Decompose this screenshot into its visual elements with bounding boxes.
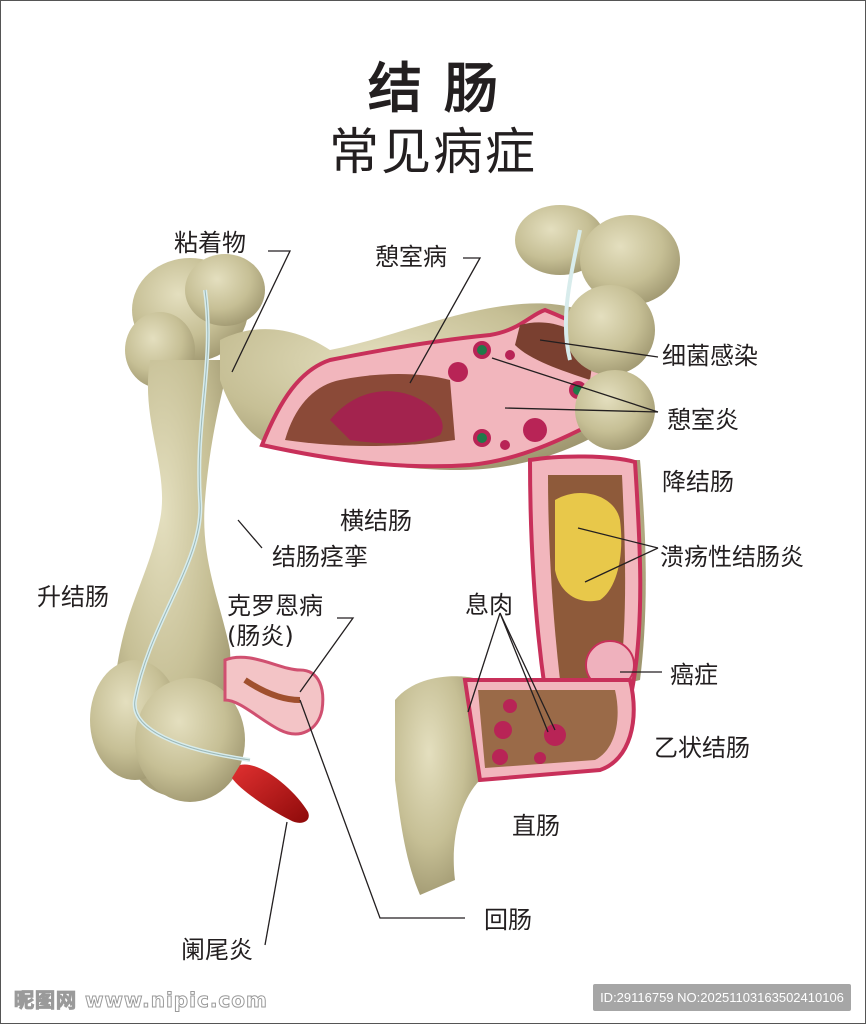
label-diverticulitis: 憩室炎	[667, 406, 739, 434]
label-transverse-colon: 横结肠	[340, 507, 412, 535]
label-diverticulosis: 憩室病	[375, 243, 447, 271]
label-cancer: 癌症	[670, 661, 718, 689]
watermark-id: ID:29116759 NO:20251103163502410106	[593, 984, 851, 1011]
label-ascending-colon: 升结肠	[37, 583, 109, 611]
label-ulcerative-colitis: 溃疡性结肠炎	[660, 543, 804, 571]
ascending-colon-shape	[90, 254, 265, 802]
descending-colon-shape	[515, 205, 680, 700]
ileum-shape	[223, 655, 325, 736]
appendix-shape	[232, 764, 309, 823]
leader-lines	[231, 250, 662, 946]
label-crohns-enteritis: (肠炎)	[227, 622, 294, 650]
label-crohns-disease: 克罗恩病	[227, 592, 323, 620]
label-appendicitis: 阑尾炎	[181, 936, 253, 964]
watermark-site: 昵图网 www.nipic.com	[14, 988, 268, 1013]
label-adhesion: 粘着物	[174, 229, 246, 257]
label-ileum: 回肠	[484, 906, 532, 934]
label-rectum: 直肠	[512, 812, 560, 840]
title-common-diseases: 常见病症	[329, 123, 537, 181]
sigmoid-rectum-shape	[395, 676, 636, 895]
label-descending-colon: 降结肠	[662, 468, 734, 496]
label-sigmoid-colon: 乙状结肠	[654, 734, 750, 762]
label-bacterial-infection: 细菌感染	[662, 342, 758, 370]
title-colon: 结肠	[368, 57, 520, 120]
label-colon-spasm: 结肠痉挛	[272, 543, 368, 571]
transverse-colon-shape	[220, 303, 620, 470]
label-polyps: 息肉	[465, 591, 513, 619]
